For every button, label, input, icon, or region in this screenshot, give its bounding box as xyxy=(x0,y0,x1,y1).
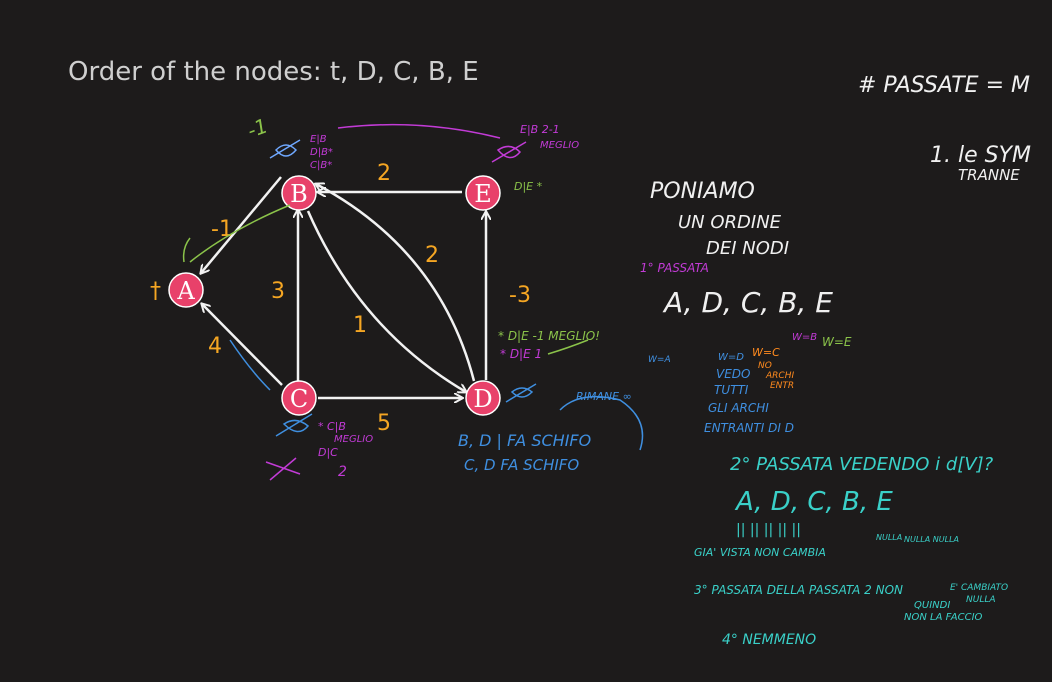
svg-text:B, D | FA SCHIFO: B, D | FA SCHIFO xyxy=(458,431,591,450)
weight-b-d: 1 xyxy=(353,313,367,338)
handwritten-right-notes: # PASSATE = M 1. le SYM TRANNE PONIAMO U… xyxy=(640,73,1031,648)
svg-text:D|C: D|C xyxy=(318,446,338,459)
svg-text:NULLA: NULLA xyxy=(876,533,902,542)
svg-text:W=E: W=E xyxy=(822,335,852,349)
svg-text:2° PASSATA VEDENDO i d[V]?: 2° PASSATA VEDENDO i d[V]? xyxy=(730,454,994,475)
svg-text:NON LA FACCIO: NON LA FACCIO xyxy=(904,612,983,623)
svg-text:D|B*: D|B* xyxy=(310,147,333,158)
svg-text:|| || || || ||: || || || || || xyxy=(736,522,801,538)
svg-text:NULLA NULLA: NULLA NULLA xyxy=(904,535,959,544)
svg-text:* D|E -1 MEGLIO!: * D|E -1 MEGLIO! xyxy=(498,329,600,343)
svg-text:W=C: W=C xyxy=(752,346,780,359)
svg-text:TRANNE: TRANNE xyxy=(958,166,1020,184)
handwritten-graph-notes: -1 E|B D|B* C|B* E|B 2-1 MEGLIO D|E * * … xyxy=(182,113,644,481)
weight-c-d: 5 xyxy=(377,411,391,436)
graph-edges xyxy=(201,176,486,398)
svg-text:E' CAMBIATO: E' CAMBIATO xyxy=(950,583,1008,593)
svg-text:* D|E 1: * D|E 1 xyxy=(500,347,542,361)
svg-text:ARCHI: ARCHI xyxy=(765,371,794,381)
svg-text:MEGLIO: MEGLIO xyxy=(334,434,373,445)
svg-text:DEI NODI: DEI NODI xyxy=(706,238,789,259)
weight-d-b: 2 xyxy=(425,243,439,268)
graph-nodes: A B C D E † xyxy=(150,175,501,416)
svg-text:# PASSATE = M: # PASSATE = M xyxy=(858,73,1030,98)
svg-text:A: A xyxy=(176,277,195,305)
svg-text:W=D: W=D xyxy=(718,352,744,363)
dagger-marker: † xyxy=(150,279,161,304)
svg-text:4° NEMMENO: 4° NEMMENO xyxy=(722,632,816,648)
svg-text:ENTRANTI DI D: ENTRANTI DI D xyxy=(704,421,794,435)
svg-text:* C|B: * C|B xyxy=(318,420,346,433)
edge-b-d xyxy=(306,210,466,392)
svg-text:NO: NO xyxy=(758,361,772,371)
svg-text:D|E *: D|E * xyxy=(514,180,543,193)
svg-text:E|B: E|B xyxy=(310,134,327,145)
weight-c-b: 3 xyxy=(271,279,285,304)
weight-e-b: 2 xyxy=(377,161,391,186)
svg-text:2: 2 xyxy=(338,464,347,480)
edge-b-a xyxy=(201,176,282,273)
edge-d-b xyxy=(316,184,476,382)
svg-text:GLI ARCHI: GLI ARCHI xyxy=(708,401,769,415)
page-title: Order of the nodes: t, D, C, B, E xyxy=(68,57,479,87)
svg-text:PONIAMO: PONIAMO xyxy=(650,179,755,204)
svg-text:1. le SYM: 1. le SYM xyxy=(930,143,1031,168)
node-a: A xyxy=(168,272,204,308)
svg-text:TUTTI: TUTTI xyxy=(714,383,749,397)
svg-text:B: B xyxy=(290,180,308,208)
svg-text:GIA' VISTA NON CAMBIA: GIA' VISTA NON CAMBIA xyxy=(694,546,826,559)
svg-text:NULLA: NULLA xyxy=(966,595,996,605)
node-d: D xyxy=(465,380,501,416)
svg-text:1° PASSATA: 1° PASSATA xyxy=(640,261,709,275)
svg-text:E|B 2-1: E|B 2-1 xyxy=(520,123,560,136)
edge-weights: -1 3 4 2 2 1 -3 5 xyxy=(208,161,531,436)
svg-text:-1: -1 xyxy=(244,113,271,142)
svg-text:QUINDI: QUINDI xyxy=(914,600,950,611)
svg-text:A, D, C, B, E: A, D, C, B, E xyxy=(734,487,893,517)
weight-c-a: 4 xyxy=(208,334,222,359)
svg-text:VEDO: VEDO xyxy=(716,367,750,381)
svg-text:3° PASSATA DELLA PASSATA 2 NON: 3° PASSATA DELLA PASSATA 2 NON xyxy=(694,583,903,597)
svg-text:C, D FA SCHIFO: C, D FA SCHIFO xyxy=(464,456,579,474)
svg-text:W=B: W=B xyxy=(792,332,817,343)
svg-text:W=A: W=A xyxy=(648,355,671,365)
svg-text:ENTR: ENTR xyxy=(770,381,794,391)
node-e: E xyxy=(465,175,501,211)
svg-text:D: D xyxy=(473,385,492,413)
svg-text:UN ORDINE: UN ORDINE xyxy=(678,212,782,233)
weight-b-a: -1 xyxy=(211,217,233,242)
svg-text:MEGLIO: MEGLIO xyxy=(540,140,579,151)
svg-text:C: C xyxy=(290,385,308,413)
edge-c-a xyxy=(202,304,283,386)
svg-text:C|B*: C|B* xyxy=(310,160,332,171)
svg-text:E: E xyxy=(474,180,492,208)
weight-d-e: -3 xyxy=(509,283,531,308)
svg-text:A, D, C, B, E: A, D, C, B, E xyxy=(662,286,833,319)
node-b: B xyxy=(281,175,317,211)
node-c: C xyxy=(281,380,317,416)
